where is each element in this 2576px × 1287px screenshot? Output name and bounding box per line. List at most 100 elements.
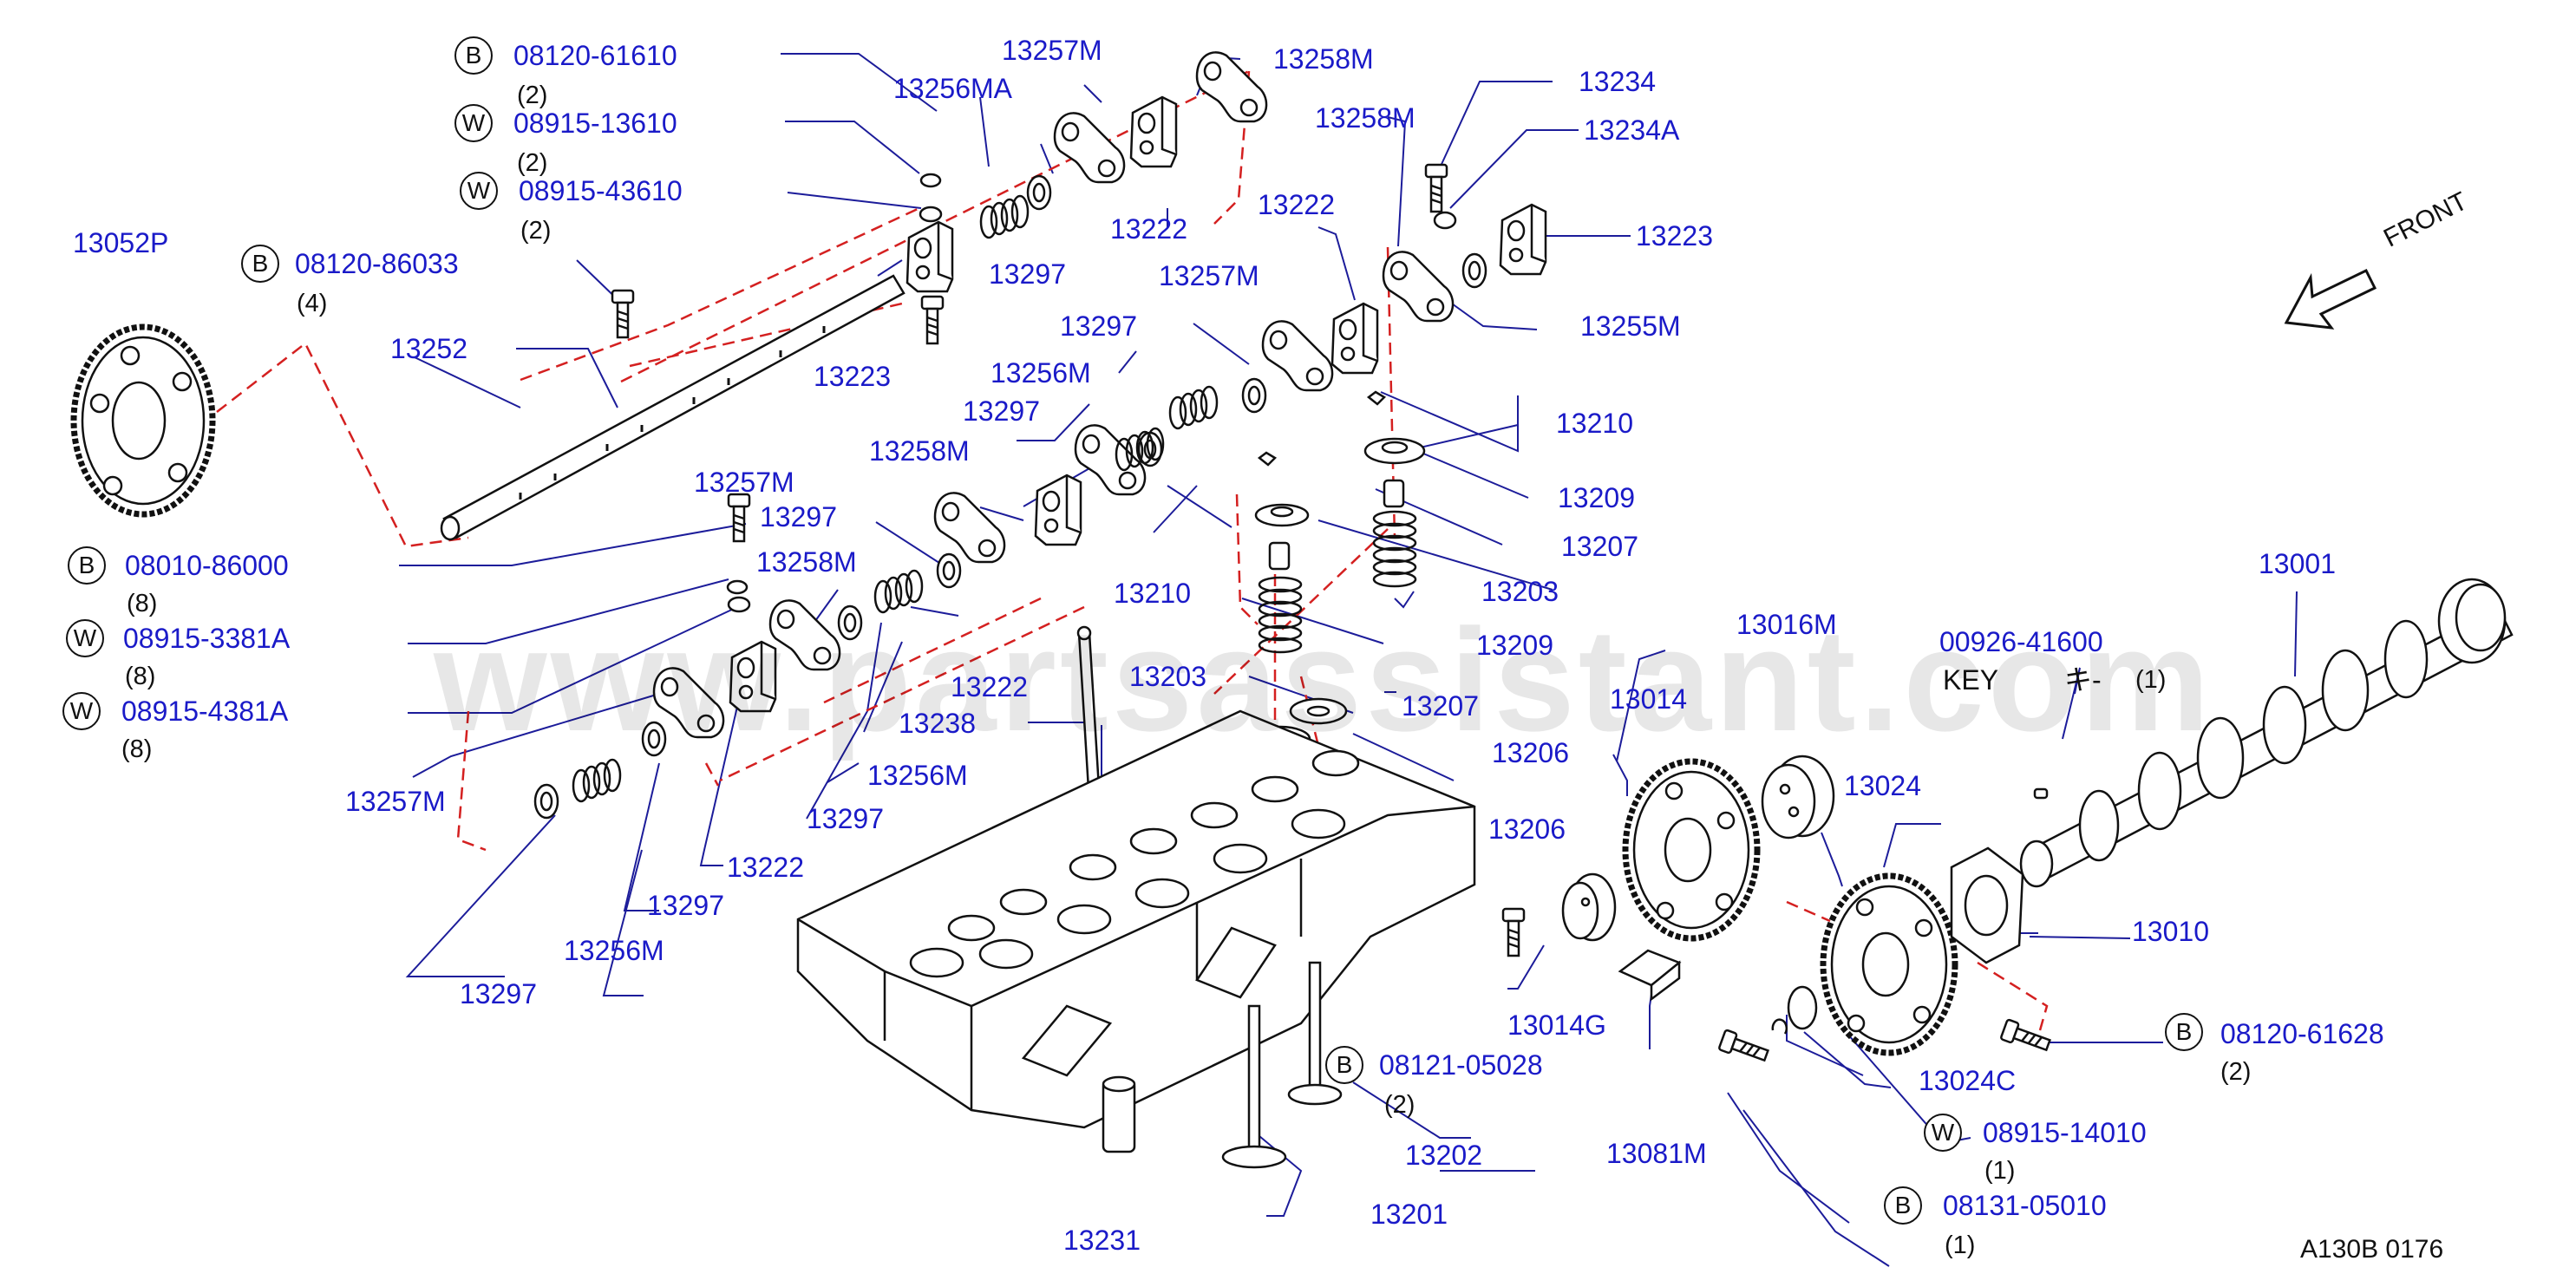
part-13203[interactable]: 13203 [1481, 576, 1559, 607]
part-13201[interactable]: 13201 [1370, 1199, 1448, 1230]
bolt-badge: B [454, 36, 493, 75]
washer-badge: W [1924, 1114, 1962, 1152]
part-13207[interactable]: 13207 [1561, 531, 1638, 562]
quantity: (4) [297, 290, 328, 317]
part-13297[interactable]: 13297 [647, 890, 724, 921]
part-13256M[interactable]: 13256M [991, 357, 1091, 389]
part-00926-41600[interactable]: 00926-41600 [1939, 626, 2103, 657]
quantity: (2) [520, 217, 552, 245]
part-number[interactable]: 08915-43610 [519, 175, 683, 206]
gear-13052P-icon [70, 323, 216, 518]
bolt-badge: B [68, 546, 106, 585]
part-13258M[interactable]: 13258M [869, 435, 970, 467]
part-number[interactable]: 08915-14010 [1983, 1117, 2147, 1148]
part-13024C[interactable]: 13024C [1919, 1065, 2017, 1096]
part-13202[interactable]: 13202 [1405, 1140, 1482, 1171]
part-13234[interactable]: 13234 [1579, 66, 1656, 97]
gear-13014-icon [1622, 758, 1761, 942]
quantity: (8) [125, 663, 156, 690]
part-13014G[interactable]: 13014G [1507, 1009, 1606, 1041]
part-13052P[interactable]: 13052P [73, 227, 169, 258]
part-13297[interactable]: 13297 [807, 803, 884, 834]
camshaft-icon [2019, 578, 2514, 888]
part-13014[interactable]: 13014 [1610, 683, 1687, 715]
part-number[interactable]: 08915-3381A [123, 623, 291, 654]
part-number[interactable]: 08120-86033 [295, 248, 459, 279]
washer-badge: W [62, 692, 101, 730]
part-13238[interactable]: 13238 [899, 708, 976, 739]
part-number[interactable]: 08120-61628 [2220, 1018, 2384, 1049]
part-13209[interactable]: 13209 [1558, 482, 1635, 513]
part-13223[interactable]: 13223 [1636, 220, 1713, 252]
cylinder-head-icon [796, 709, 1476, 1129]
part-13252[interactable]: 13252 [390, 333, 467, 364]
part-number[interactable]: 08121-05028 [1379, 1049, 1543, 1081]
part-13257M[interactable]: 13257M [345, 786, 446, 817]
thrust-plate-icon [1950, 846, 2024, 964]
part-13223[interactable]: 13223 [814, 361, 891, 392]
part-13222[interactable]: 13222 [727, 852, 804, 883]
bolt-badge: B [2165, 1013, 2203, 1051]
part-13257M[interactable]: 13257M [1002, 35, 1102, 66]
part-number[interactable]: 08120-61610 [513, 40, 677, 71]
part-13001[interactable]: 13001 [2259, 548, 2336, 579]
part-13234A[interactable]: 13234A [1584, 114, 1680, 146]
part-13203[interactable]: 13203 [1129, 661, 1206, 692]
part-13207[interactable]: 13207 [1402, 690, 1479, 722]
front-arrow-icon [2284, 269, 2377, 330]
part-13206[interactable]: 13206 [1492, 737, 1569, 768]
part-13255M[interactable]: 13255M [1580, 310, 1681, 342]
part-13257M[interactable]: 13257M [1159, 260, 1259, 291]
key-jp-label: キ- [2064, 664, 2102, 696]
part-13081M[interactable]: 13081M [1606, 1138, 1707, 1169]
part-13297[interactable]: 13297 [963, 395, 1040, 427]
part-13256M[interactable]: 13256M [867, 760, 968, 791]
quantity: (1) [1945, 1231, 1976, 1259]
part-number[interactable]: 08915-13610 [513, 108, 677, 139]
part-13297[interactable]: 13297 [989, 258, 1066, 290]
washer-badge: W [454, 104, 493, 142]
gear-13024-icon [1820, 872, 1958, 1056]
part-13256M[interactable]: 13256M [564, 935, 664, 966]
part-13258M[interactable]: 13258M [1315, 102, 1415, 134]
valves-icon [1102, 961, 1343, 1169]
part-13297[interactable]: 13297 [760, 501, 837, 532]
quantity: (2) [517, 82, 548, 109]
quantity: (8) [127, 590, 158, 617]
washer-badge: W [66, 619, 104, 657]
part-13010[interactable]: 13010 [2132, 916, 2209, 947]
small-washers-icon [726, 173, 1457, 613]
key-icon [2033, 787, 2049, 800]
part-13016M[interactable]: 13016M [1736, 609, 1837, 640]
part-13297[interactable]: 13297 [460, 978, 537, 1009]
part-number[interactable]: 08131-05010 [1943, 1190, 2107, 1221]
part-13222[interactable]: 13222 [951, 671, 1028, 702]
washer-badge: W [460, 172, 498, 210]
watermark: www.partsassistant.com [434, 598, 2213, 761]
bolt-badge: B [1325, 1046, 1363, 1084]
part-13297[interactable]: 13297 [1060, 310, 1137, 342]
part-13222[interactable]: 13222 [1110, 213, 1187, 245]
part-13258M[interactable]: 13258M [756, 546, 857, 578]
gear-hub-icon [1561, 755, 1835, 1035]
quantity: (8) [121, 735, 153, 763]
part-13024[interactable]: 13024 [1844, 770, 1921, 801]
quantity: (2) [517, 149, 548, 177]
part-13257M[interactable]: 13257M [694, 467, 794, 498]
part-13222[interactable]: 13222 [1258, 189, 1335, 220]
part-13210[interactable]: 13210 [1114, 578, 1191, 609]
part-13231[interactable]: 13231 [1063, 1225, 1141, 1256]
part-number[interactable]: 08915-4381A [121, 696, 289, 727]
key-label: KEY [1943, 664, 1999, 696]
rocker-shaft-icon [440, 274, 906, 541]
quantity: (1) [1984, 1157, 2016, 1185]
bolt-badge: B [1884, 1186, 1922, 1225]
diagram-code: A130B 0176 [2300, 1235, 2444, 1264]
part-number[interactable]: 08010-86000 [125, 550, 289, 581]
part-13206[interactable]: 13206 [1488, 813, 1566, 845]
part-13258M[interactable]: 13258M [1273, 43, 1374, 75]
part-13256MA[interactable]: 13256MA [893, 73, 1012, 104]
part-13210[interactable]: 13210 [1556, 408, 1633, 439]
part-13209[interactable]: 13209 [1476, 630, 1553, 661]
